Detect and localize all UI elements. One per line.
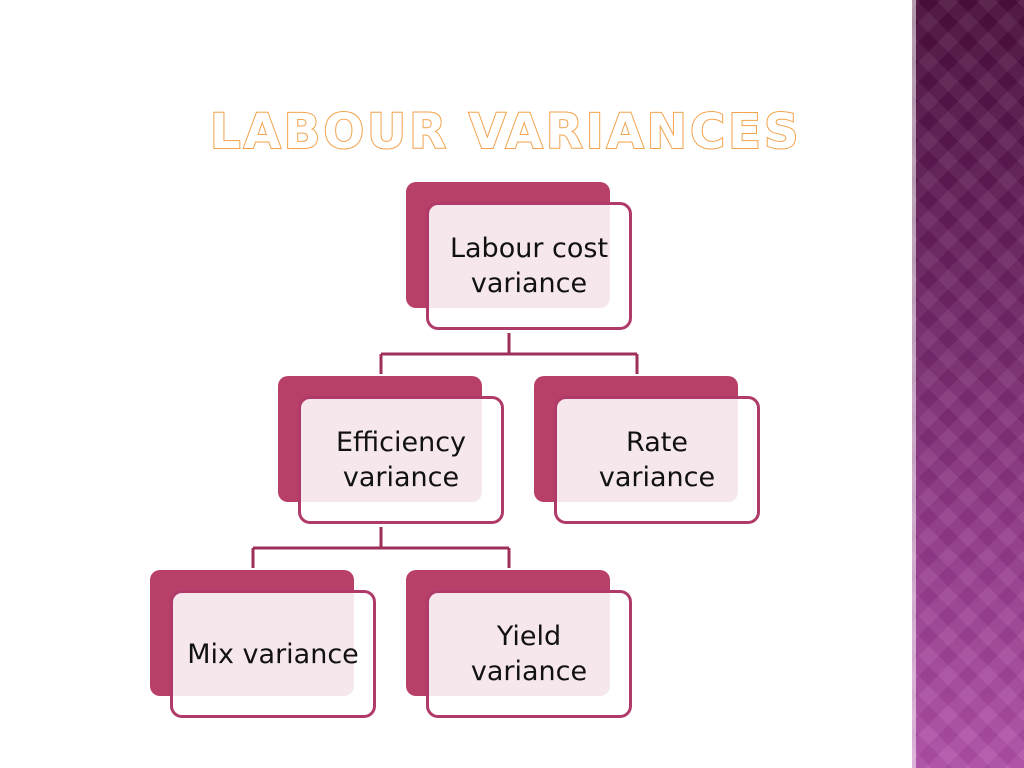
node-label: Efficiency variance	[335, 427, 467, 493]
node-box: Yield variance	[426, 590, 632, 718]
node-label: Labour cost variance	[449, 233, 609, 299]
node-box: Rate variance	[554, 396, 760, 524]
slide-title: Labour Variances	[209, 103, 802, 161]
connector-efficiency-to-level3	[251, 527, 511, 568]
node-box: Efficiency variance	[298, 396, 504, 524]
node-box: Labour cost variance	[426, 202, 632, 330]
node-box: Mix variance	[170, 590, 376, 718]
node-label: Rate variance	[598, 427, 716, 493]
connector-root-to-level2	[379, 333, 639, 374]
node-label: Yield variance	[470, 621, 588, 687]
node-label: Mix variance	[187, 638, 359, 670]
decorative-side-bar	[912, 0, 1024, 768]
